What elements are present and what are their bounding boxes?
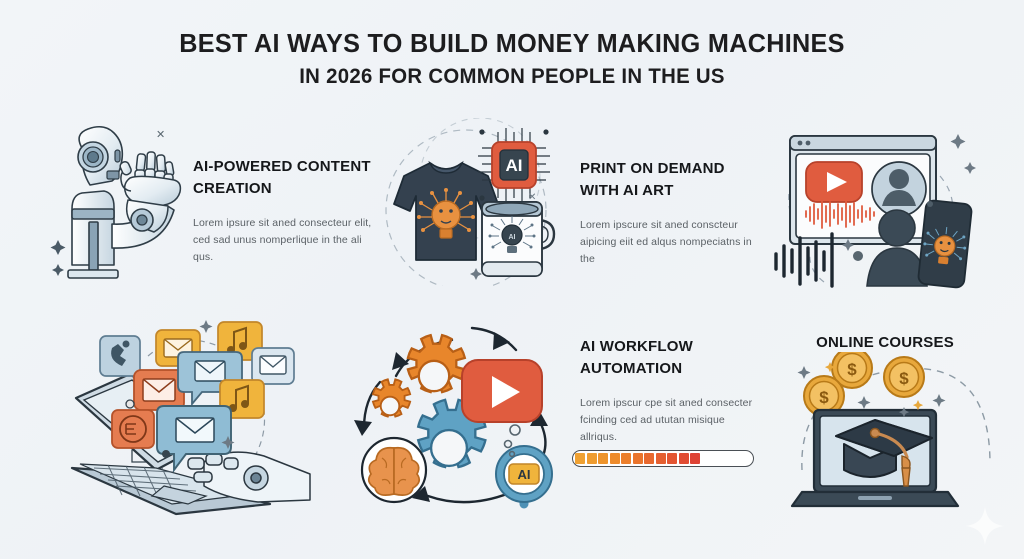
svg-text:$: $	[819, 388, 829, 407]
chip-label: AI	[506, 156, 523, 175]
progress-segment	[690, 453, 700, 464]
svg-text:✕: ✕	[156, 129, 165, 141]
progress-segment	[655, 453, 666, 464]
svg-text:AI: AI	[509, 234, 516, 241]
orange-gear-small	[372, 378, 412, 418]
section-heading: AI-POWERED CONTENT CREATION	[193, 158, 371, 197]
robot-hand	[187, 451, 311, 503]
email-icon-blue-right	[251, 347, 295, 385]
page-title: BEST AI WAYS TO BUILD MONEY MAKING MACHI…	[0, 28, 1024, 90]
play-button	[805, 161, 863, 203]
sparkle-dots	[797, 366, 946, 418]
section-ai-powered-content-creation: AI-POWERED CONTENT CREATION Lorem ipsure…	[193, 156, 375, 266]
sparkle-dots	[199, 320, 235, 449]
corner-sparkle-icon	[964, 505, 1006, 547]
person-silhouette	[866, 209, 928, 287]
title-line-2: IN 2026 FOR COMMON PEOPLE IN THE US	[299, 64, 725, 88]
section-body: Lorem ipsure sit aned consecteur elit, c…	[193, 216, 372, 263]
svg-text:✕: ✕	[528, 192, 536, 203]
section-ai-workflow-automation: AI WORKFLOW AUTOMATION Lorem ipscur cpe …	[580, 336, 758, 446]
blue-gear	[417, 398, 487, 469]
sparkle-dots: ✕	[470, 192, 536, 280]
section-heading: AI WORKFLOW AUTOMATION	[580, 338, 694, 377]
ai-badge-label: AI	[518, 467, 531, 482]
laptop-robot-hand-messages-illustration	[56, 308, 312, 529]
progress-segment	[678, 453, 689, 464]
progress-segment	[609, 453, 620, 464]
progress-segment	[632, 453, 643, 464]
email-icon-orange	[133, 369, 185, 411]
orange-gear-large	[406, 334, 467, 394]
sparkle-dots	[50, 240, 66, 276]
browser-video-avatar-illustration	[762, 114, 988, 303]
sparkle-dots	[842, 134, 976, 251]
section-body: Lorem ipscur cpe sit aned consecter fcin…	[580, 396, 753, 443]
tshirt-mug-ai-chip-illustration: AI AI	[372, 117, 560, 291]
section-body: Lorem ipscure sit aned conscteur aipicin…	[580, 218, 752, 265]
section-online-courses: ONLINE COURSES	[790, 332, 980, 354]
orange-ai-graphic	[417, 188, 475, 239]
progress-segment	[667, 453, 677, 464]
automation-progress-bar[interactable]	[572, 450, 754, 467]
progress-segment	[575, 453, 585, 464]
progress-segment	[644, 453, 654, 464]
progress-segment	[598, 453, 608, 464]
svg-text:$: $	[899, 369, 909, 388]
graduation-cap	[835, 419, 933, 487]
audio-waveform	[805, 199, 875, 229]
smartphone	[917, 199, 973, 289]
avatar	[871, 161, 927, 217]
notification-badge-orange	[111, 409, 155, 449]
progress-fill	[575, 453, 700, 464]
section-heading: ONLINE COURSES	[816, 334, 954, 351]
laptop-graduation-cap-coins-illustration: $ $ $	[784, 347, 1000, 529]
robot-hand-illustration: ✕	[46, 112, 196, 292]
phone-icon-blue	[99, 335, 141, 377]
ai-chip-icon: AI	[478, 128, 550, 202]
progress-segment	[586, 453, 597, 464]
audio-waveform-left	[774, 232, 834, 288]
title-line-1: BEST AI WAYS TO BUILD MONEY MAKING MACHI…	[179, 28, 845, 58]
ai-badge: AI	[495, 445, 553, 509]
section-heading: PRINT ON DEMAND WITH AI ART	[580, 160, 725, 199]
play-button	[461, 359, 543, 423]
section-print-on-demand-with-ai-art: PRINT ON DEMAND WITH AI ART Lorem ipscur…	[580, 158, 758, 268]
svg-text:$: $	[847, 360, 857, 379]
brain-icon	[360, 436, 428, 504]
chat-bubble-blue-main	[156, 405, 232, 473]
progress-segment	[621, 453, 631, 464]
gears-play-brain-illustration: AI	[352, 318, 572, 521]
mug-ai-graphic: AI	[488, 216, 536, 253]
